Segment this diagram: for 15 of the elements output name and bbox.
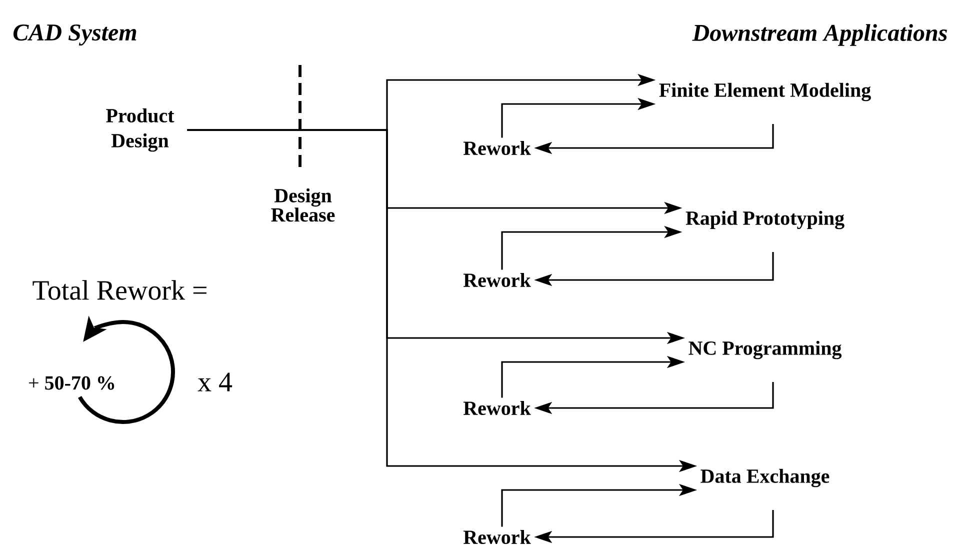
- rework-label: Rework: [463, 400, 531, 416]
- application-label: Data Exchange: [700, 468, 830, 488]
- formula-label: Total Rework =: [32, 280, 206, 300]
- heading: Downstream Applications: [692, 24, 947, 46]
- percentage-label: + 50-70 %: [29, 376, 114, 390]
- application-label: Finite Element Modeling: [659, 82, 871, 102]
- multiplier-label: x 4: [198, 372, 232, 392]
- rework-label: Rework: [463, 140, 531, 156]
- application-label: Rapid Prototyping: [686, 210, 844, 230]
- heading: CAD System: [13, 24, 136, 46]
- annotation-label: Design Release: [271, 188, 335, 222]
- application-label: NC Programming: [688, 340, 842, 360]
- process-label: Product Design: [106, 108, 174, 152]
- rework-label: Rework: [463, 530, 531, 544]
- rework-label: Rework: [463, 272, 531, 288]
